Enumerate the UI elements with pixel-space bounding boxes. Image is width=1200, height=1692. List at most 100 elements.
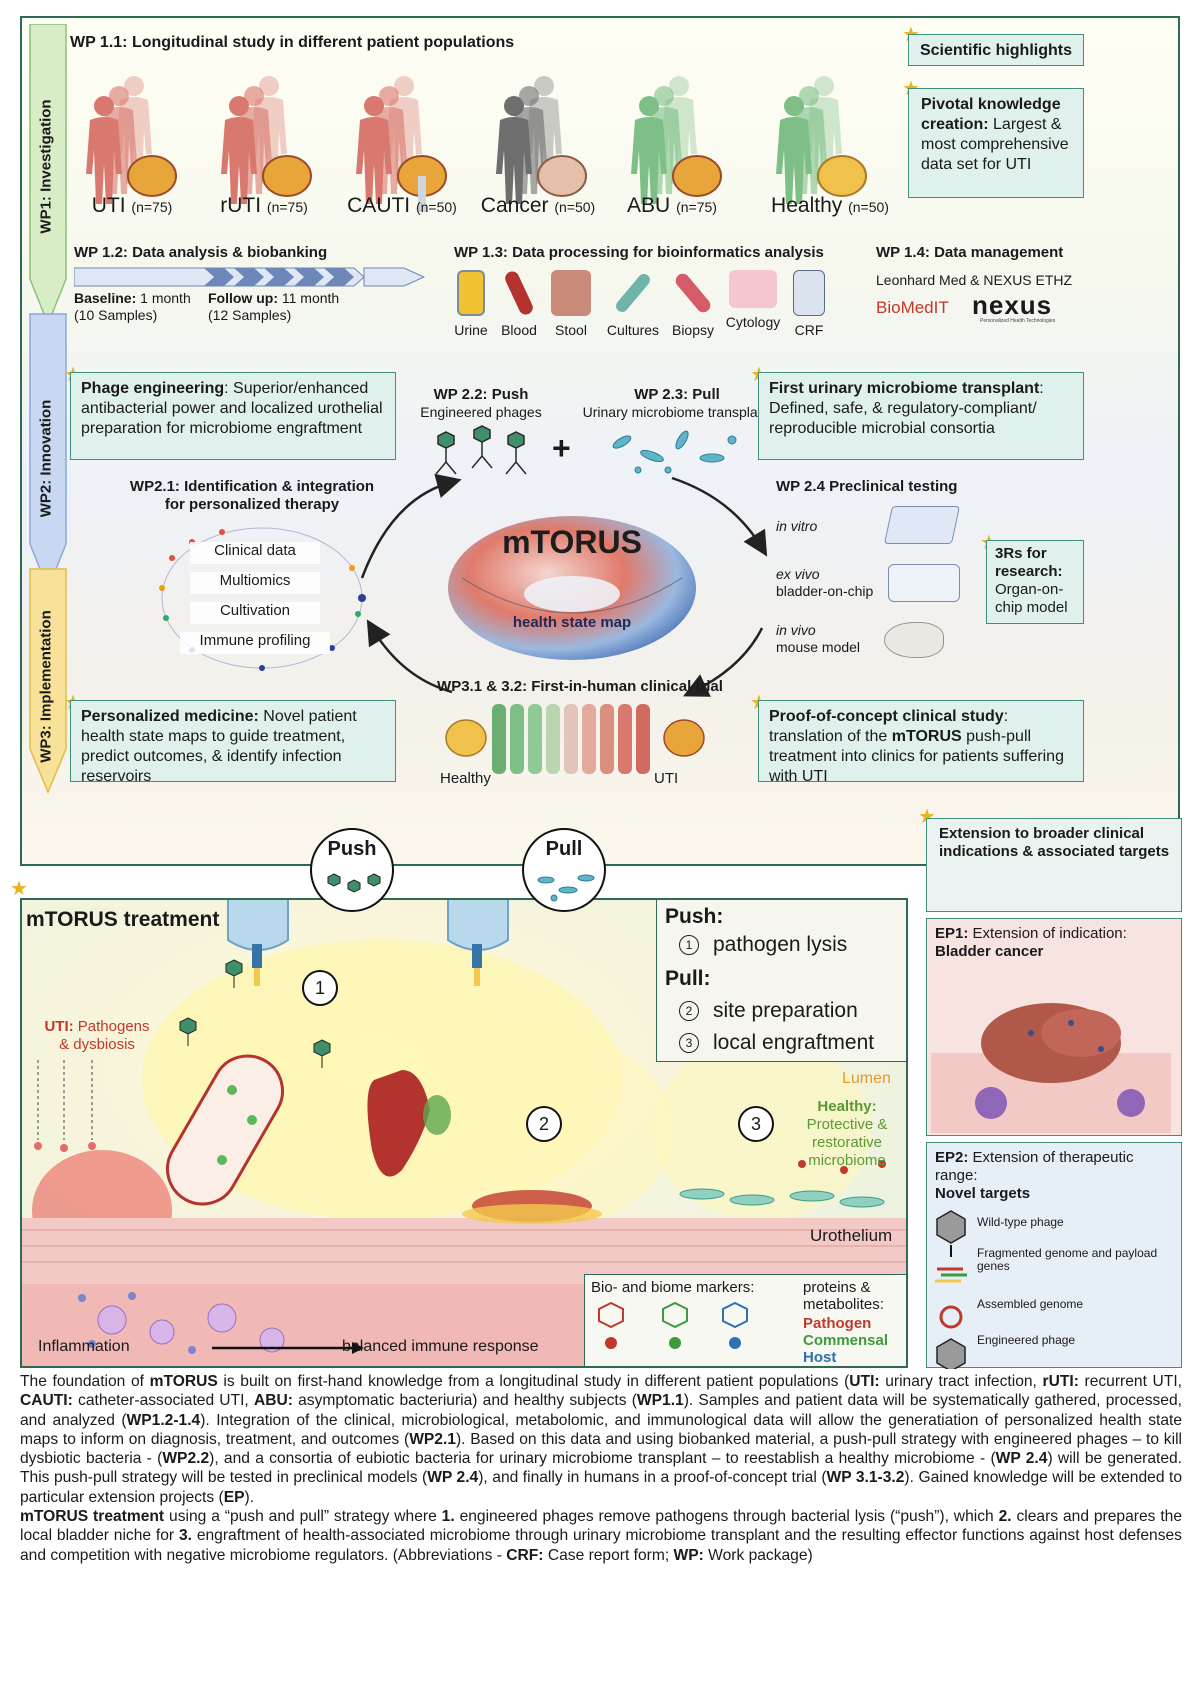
phage-engineering-steps-icons	[935, 1210, 967, 1369]
sample-blood: Blood	[484, 269, 554, 338]
wp21-title: WP2.1: Identification & integration for …	[129, 478, 375, 513]
caption-run: WP2.2	[162, 1450, 210, 1468]
push-pull-legend: Push: 1 pathogen lysis Pull: 2 site prep…	[656, 900, 906, 1062]
caption-paragraph-1: The foundation of mTORUS is built on fir…	[20, 1372, 1182, 1507]
ep2-description: EP2: Extension of therapeutic range:	[935, 1149, 1134, 1184]
markers-legend: Bio- and biome markers: proteins & metab…	[584, 1274, 906, 1366]
biomedit-logo: BioMedIT	[876, 298, 949, 317]
ep1-box: EP1: Extension of indication: Bladder ca…	[926, 918, 1182, 1136]
timeline-arrow	[74, 267, 426, 287]
three-rs-box: 3Rs for research: Organ-on-chip model	[986, 540, 1084, 624]
phage-cluster-icon	[327, 873, 381, 893]
scientific-highlights-header: Scientific highlights	[908, 34, 1084, 66]
caption-run: WP2.1	[409, 1430, 456, 1448]
legend-push-title: Push:	[665, 905, 724, 928]
torus-graphic	[448, 516, 696, 660]
wp22-subtitle: Engineered phages	[420, 404, 542, 420]
wp31-title: WP3.1 & 3.2: First-in-human clinical tri…	[437, 678, 723, 695]
cytology-plate-icon	[729, 270, 777, 308]
plus-sign: +	[552, 430, 571, 466]
caption-run: 1.	[441, 1508, 455, 1526]
ep2-step-fragmented: Fragmented genome and payload genes	[977, 1246, 1158, 1273]
followup-label: Follow up: 11 month(12 Samples)	[208, 290, 340, 323]
caption-run: CRF:	[506, 1546, 544, 1564]
inflammation-label: Inflammation	[38, 1338, 130, 1355]
marker-shapes	[598, 1301, 748, 1349]
layer-cultivation: Cultivation	[190, 602, 320, 624]
extension-header: Extension to broader clinical indication…	[926, 818, 1182, 912]
project-overview-panel: WP1: Investigation WP2: Innovation WP3: …	[20, 16, 1180, 866]
layer-immune-profiling: Immune profiling	[180, 632, 330, 654]
pull-bubble-label: Pull	[545, 838, 583, 860]
caption-run: WP 2.4	[427, 1469, 479, 1487]
ep2-step-wild-type: Wild-type phage	[977, 1215, 1064, 1229]
wp23-title: WP 2.3: Pull	[634, 386, 720, 403]
wp12-title: WP 1.2: Data analysis & biobanking	[74, 244, 328, 261]
step-3-marker: 3	[738, 1106, 774, 1142]
data-network-graphic	[159, 527, 366, 671]
caption-paragraph-2: mTORUS treatment using a “push and pull”…	[20, 1507, 1182, 1565]
report-form-icon	[793, 270, 825, 316]
star-icon: ★	[10, 878, 28, 900]
caption-run: asymptomatic bacteriuria) and healthy su…	[292, 1392, 637, 1410]
wp2-arrow-label: WP2: Innovation	[37, 399, 55, 518]
wp23-subtitle: Urinary microbiome transplant	[582, 404, 770, 420]
caption-run: rUTI:	[1042, 1373, 1079, 1390]
caption-run: engineered phages remove pathogens throu…	[454, 1508, 999, 1526]
legend-step-3-number: 3	[679, 1033, 699, 1053]
clinical-trial-figures	[445, 704, 705, 774]
trial-healthy-label: Healthy	[440, 770, 491, 787]
ep2-step-assembled: Assembled genome	[977, 1297, 1084, 1311]
caption-run: ).	[244, 1488, 255, 1506]
caption-run: clears and prepares the local bladder ni…	[20, 1508, 1183, 1545]
nexus-logo: nexus	[972, 290, 1053, 320]
urine-cup-icon	[457, 270, 485, 316]
balanced-immune-label: balanced immune response	[342, 1338, 539, 1355]
swab-icon	[613, 271, 653, 315]
ep2-target: Novel targets	[935, 1185, 1031, 1202]
well-plate-icon	[883, 506, 961, 544]
sample-urine: Urine	[436, 270, 506, 338]
organ-chip-icon	[888, 564, 960, 602]
caption-run: ABU:	[253, 1392, 293, 1410]
first-transplant-box: First urinary microbiome transplant: Def…	[758, 372, 1084, 460]
treatment-panel: mTORUS treatment	[20, 898, 908, 1368]
wp1-arrow-label: WP1: Investigation	[37, 99, 55, 234]
caption-run: WP 2.4	[995, 1450, 1048, 1468]
ep2-step-engineered: Engineered phage	[977, 1333, 1076, 1347]
sample-cultures: Cultures	[598, 270, 668, 338]
lumen-label: Lumen	[842, 1070, 891, 1087]
markers-title: Bio- and biome markers:	[591, 1279, 755, 1296]
caption-run: ). Based on this data and using biobanke…	[20, 1430, 1182, 1468]
push-bubble-label: Push	[327, 838, 377, 860]
legend-pathogen: Pathogen	[803, 1315, 872, 1332]
legend-step-2: site preparation	[713, 999, 858, 1022]
baseline-label: Baseline: 1 month(10 Samples)	[74, 290, 191, 323]
patient-population-figures	[86, 76, 867, 212]
caption-run: ). Samples and patient data will be syst…	[20, 1392, 1182, 1429]
uti-pathogens-label: UTI: Pathogens & dysbiosis	[44, 1018, 150, 1053]
caption-run: 3.	[178, 1527, 192, 1545]
ep1-description: EP1: Extension of indication:	[935, 925, 1127, 942]
caption-run: WP 3.1-3.2	[826, 1469, 905, 1487]
personalized-medicine-box: Personalized medicine: Novel patient hea…	[70, 700, 396, 785]
caption-run: ). Gained knowledge will be extended to …	[20, 1469, 1183, 1506]
blood-tube-icon	[502, 269, 536, 317]
ep1-target: Bladder cancer	[935, 943, 1044, 960]
health-state-map-label: health state map	[512, 614, 632, 631]
bladder-cancer-graphic	[931, 1003, 1171, 1133]
caption-run: WP1.1	[636, 1392, 684, 1410]
mtorus-title: mTORUS	[502, 524, 642, 560]
caption-run: recurrent UTI,	[1078, 1373, 1183, 1390]
wp3-arrow-label: WP3: Implementation	[37, 610, 55, 763]
ep2-box: EP2: Extension of therapeutic range: Nov…	[926, 1142, 1182, 1369]
treatment-title: mTORUS treatment	[26, 908, 220, 931]
phage-engineering-box: Phage engineering: Superior/enhanced ant…	[70, 372, 396, 460]
nexus-logo-subtitle: Personalized Health Technologies	[980, 318, 1056, 324]
engineered-phages-graphic	[435, 425, 527, 475]
caption-run: WP1.2-1.4	[126, 1411, 201, 1429]
pivotal-knowledge-box: Pivotal knowledge creation: Largest & mo…	[908, 88, 1084, 198]
healthy-microbiome-label: Healthy:Protective & restorative microbi…	[806, 1098, 888, 1169]
